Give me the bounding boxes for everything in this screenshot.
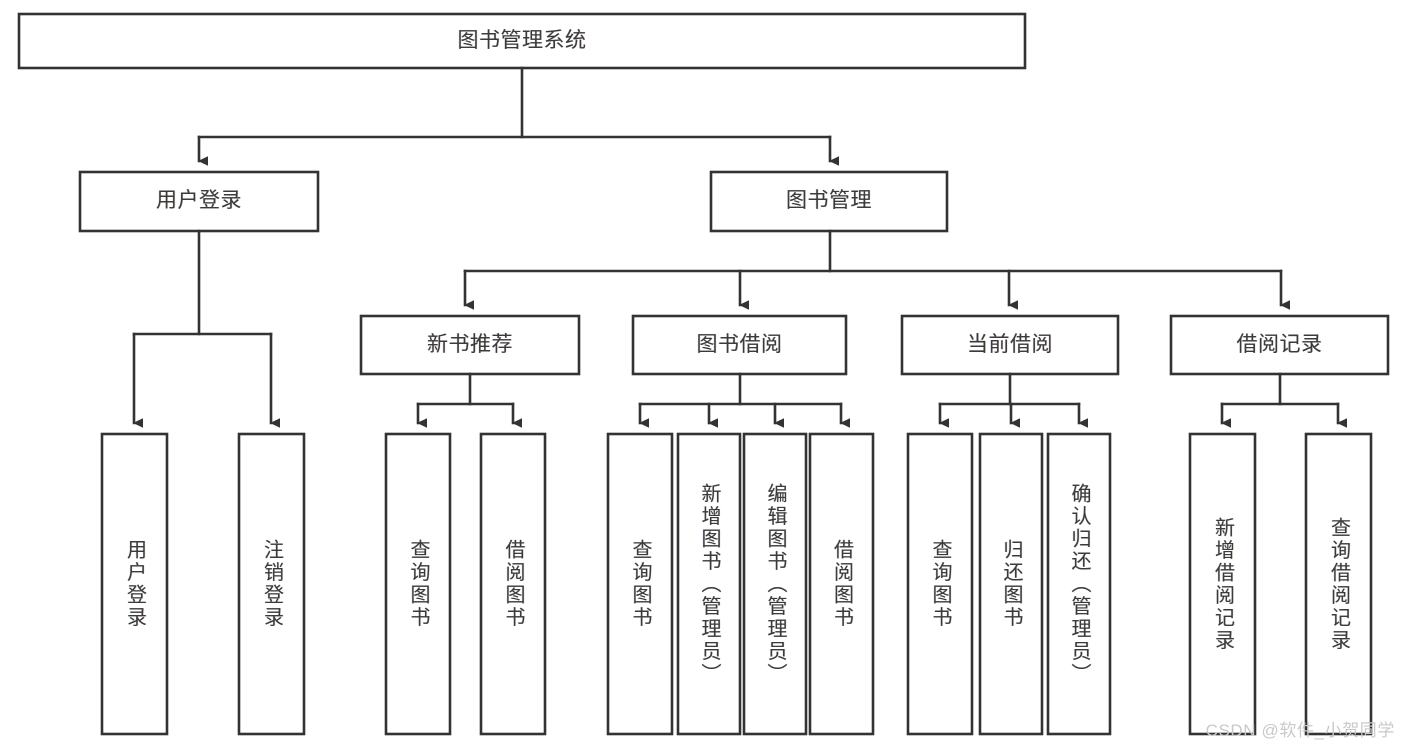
node-box-user-login[interactable] xyxy=(78,170,320,233)
node-box-new-book-recommend[interactable] xyxy=(359,314,581,376)
node-box-leaf-add-record[interactable] xyxy=(1188,432,1257,736)
node-box-leaf-add-book[interactable] xyxy=(676,432,742,736)
node-box-leaf-return-book[interactable] xyxy=(978,432,1044,736)
node-box-book-manage[interactable] xyxy=(709,170,949,233)
node-box-leaf-confirm-return[interactable] xyxy=(1046,432,1112,736)
node-box-current-borrow[interactable] xyxy=(900,314,1120,376)
node-box-borrow-record[interactable] xyxy=(1169,314,1390,376)
node-box-leaf-query-record[interactable] xyxy=(1304,432,1373,736)
node-box-leaf-query-book-3[interactable] xyxy=(906,432,974,736)
node-box-leaf-borrow-book-1[interactable] xyxy=(479,432,547,736)
node-box-leaf-logout-login[interactable] xyxy=(237,432,306,736)
node-box-leaf-user-login[interactable] xyxy=(100,432,169,736)
watermark-text: CSDN @软件_小贺同学 xyxy=(1205,721,1395,740)
node-box-root[interactable] xyxy=(17,12,1027,70)
node-box-leaf-query-book-1[interactable] xyxy=(384,432,452,736)
node-box-leaf-edit-book[interactable] xyxy=(742,432,808,736)
node-box-leaf-query-book-2[interactable] xyxy=(606,432,674,736)
node-box-leaf-borrow-book-2[interactable] xyxy=(808,432,875,736)
node-box-book-borrow[interactable] xyxy=(631,314,848,376)
